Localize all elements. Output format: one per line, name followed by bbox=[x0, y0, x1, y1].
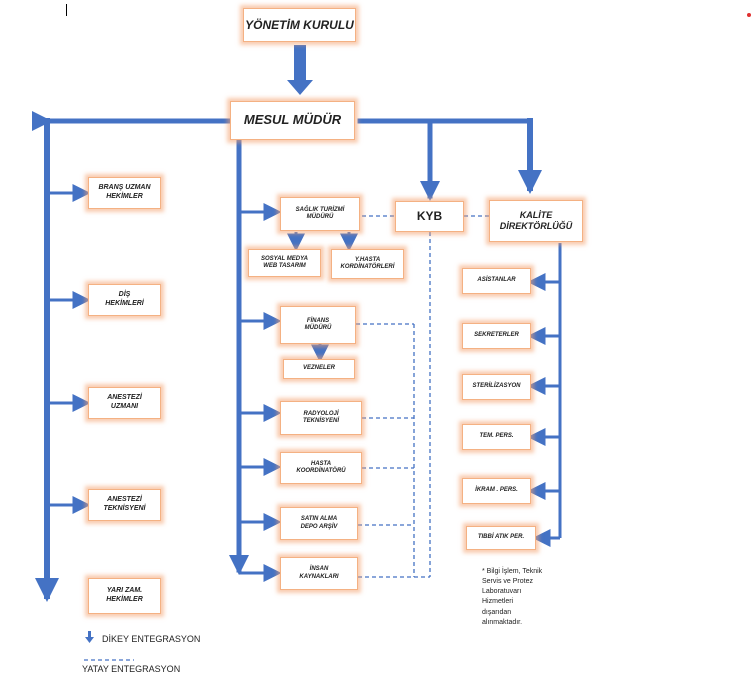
mesul-mudur-label: MESUL MÜDÜR bbox=[243, 112, 342, 128]
dashed-lines bbox=[84, 215, 490, 661]
anestezi-teknisyeni-box: ANESTEZİ TEKNİSYENİ bbox=[88, 489, 161, 521]
legend-vertical-label: DİKEY ENTEGRASYON bbox=[102, 634, 201, 644]
yari-zam-hekimler-label: YARI ZAM. HEKİMLER bbox=[106, 587, 143, 603]
right-branches bbox=[527, 243, 562, 547]
tibbi-atik-label: TIBBİ ATIK PER. bbox=[477, 534, 525, 541]
sosyal-medya-box: SOSYAL MEDYA WEB TASARIM bbox=[248, 249, 321, 277]
sterilizasyon-label: STERİLİZASYON bbox=[472, 383, 521, 390]
yonetim-kurulu-box: YÖNETİM KURULU bbox=[243, 8, 356, 42]
sosyal-medya-label: SOSYAL MEDYA WEB TASARIM bbox=[260, 255, 308, 270]
radyoloji-label: RADYOLOJİ TEKNİSYENİ bbox=[302, 410, 339, 425]
insan-kaynaklari-label: İNSAN KAYNAKLARI bbox=[299, 566, 339, 580]
anestezi-teknisyeni-label: ANESTEZİ TEKNİSYENİ bbox=[103, 496, 146, 512]
footnote-text: * Bilgi İşlem, Teknik Servis ve Protez L… bbox=[482, 568, 543, 626]
text-cursor bbox=[66, 4, 67, 16]
dis-hekimleri-label: DİŞ HEKİMLERİ bbox=[105, 291, 144, 307]
hasta-koordinatoru-box: HASTA KOORDİNATÖRÜ bbox=[280, 452, 362, 484]
yonetim-kurulu-label: YÖNETİM KURULU bbox=[245, 17, 354, 32]
middle-branches bbox=[239, 203, 358, 582]
kalite-direktorlugu-box: KALİTE DİREKTÖRLÜĞÜ bbox=[489, 200, 583, 242]
mesul-mudur-box: MESUL MÜDÜR bbox=[230, 101, 355, 140]
legend-vertical-arrow bbox=[85, 631, 94, 643]
y-hasta-label: Y.HASTA KORDİNATÖRLERİ bbox=[340, 256, 395, 271]
yari-zam-hekimler-box: YARI ZAM. HEKİMLER bbox=[88, 578, 161, 614]
left-branches bbox=[47, 184, 91, 514]
anestezi-uzmani-box: ANESTEZİ UZMANI bbox=[88, 387, 161, 419]
insan-kaynaklari-box: İNSAN KAYNAKLARI bbox=[280, 557, 358, 590]
kyb-box: KYB bbox=[395, 201, 464, 232]
satin-alma-box: SATIN ALMA DEPO ARŞİV bbox=[280, 507, 358, 540]
legend-horizontal-label: YATAY ENTEGRASYON bbox=[82, 664, 181, 674]
tibbi-atik-box: TIBBİ ATIK PER. bbox=[466, 526, 536, 550]
hasta-koordinatoru-label: HASTA KOORDİNATÖRÜ bbox=[296, 460, 346, 475]
ikram-pers-label: İKRAM . PERS. bbox=[475, 487, 518, 494]
kalite-direktorlugu-label: KALİTE DİREKTÖRLÜĞÜ bbox=[499, 209, 573, 231]
radyoloji-box: RADYOLOJİ TEKNİSYENİ bbox=[280, 401, 362, 435]
ikram-pers-box: İKRAM . PERS. bbox=[462, 478, 531, 504]
brans-uzman-box: BRANŞ UZMAN HEKİMLER bbox=[88, 177, 161, 209]
satin-alma-label: SATIN ALMA DEPO ARŞİV bbox=[300, 516, 338, 530]
tem-pers-box: TEM. PERS. bbox=[462, 424, 531, 450]
dis-hekimleri-box: DİŞ HEKİMLERİ bbox=[88, 284, 161, 316]
red-dot bbox=[747, 13, 751, 17]
asistanlar-box: ASİSTANLAR bbox=[462, 268, 531, 294]
asistanlar-label: ASİSTANLAR bbox=[477, 277, 516, 284]
vezneler-box: VEZNELER bbox=[283, 359, 355, 379]
saglik-turizmi-box: SAĞLIK TURİZMİ MÜDÜRÜ bbox=[280, 197, 360, 231]
sterilizasyon-box: STERİLİZASYON bbox=[462, 374, 531, 400]
board-to-director-arrow bbox=[287, 45, 313, 95]
saglik-turizmi-label: SAĞLIK TURİZMİ MÜDÜRÜ bbox=[295, 206, 345, 221]
vezneler-label: VEZNELER bbox=[302, 365, 335, 372]
tem-pers-label: TEM. PERS. bbox=[479, 433, 514, 440]
anestezi-uzmani-label: ANESTEZİ UZMANI bbox=[107, 394, 142, 410]
finans-mudur-box: FİNANS MÜDÜRÜ bbox=[280, 306, 356, 344]
brans-uzman-label: BRANŞ UZMAN HEKİMLER bbox=[98, 184, 151, 200]
sekreterler-box: SEKRETERLER bbox=[462, 323, 531, 349]
sekreterler-label: SEKRETERLER bbox=[474, 332, 519, 339]
y-hasta-box: Y.HASTA KORDİNATÖRLERİ bbox=[331, 249, 404, 279]
kyb-label: KYB bbox=[416, 209, 443, 223]
finans-mudur-label: FİNANS MÜDÜRÜ bbox=[304, 317, 332, 332]
